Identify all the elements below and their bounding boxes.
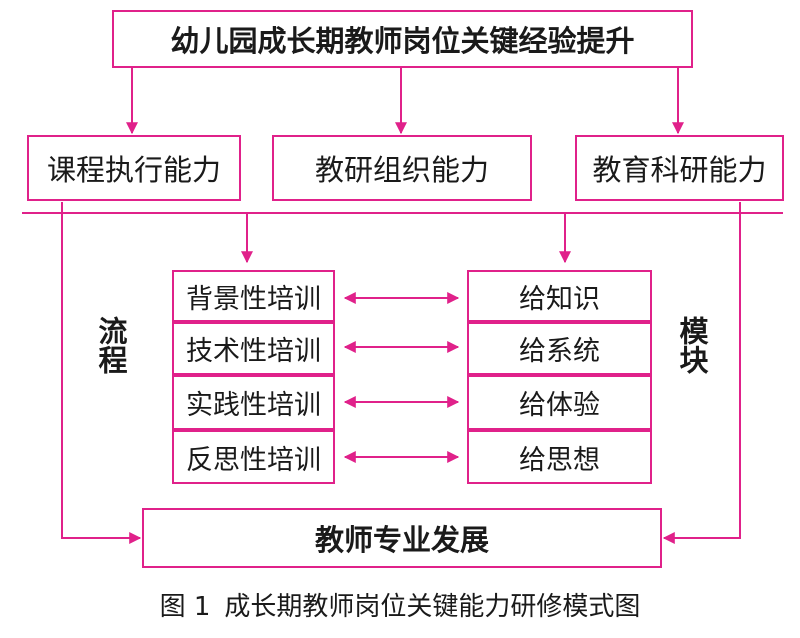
training-label: 实践性培训 xyxy=(186,390,321,421)
top-title-box: 幼儿园成长期教师岗位关键经验提升 xyxy=(112,10,693,68)
module-text: 给系统 xyxy=(519,336,600,367)
ability-box-edu-research: 教育科研能力 xyxy=(575,135,784,201)
module-text: 给思想 xyxy=(519,444,600,476)
training-label: 技术性培训 xyxy=(186,336,321,367)
module-box: 给体验 xyxy=(467,375,652,430)
training-box: 技术性培训 xyxy=(172,322,335,375)
ability-box-course: 课程执行能力 xyxy=(27,135,241,201)
module-text: 给体验 xyxy=(519,390,600,421)
figure-number: 图 1 xyxy=(159,592,211,622)
module-box: 给思想 xyxy=(467,430,652,484)
development-box: 教师专业发展 xyxy=(142,508,662,568)
ability-label: 教育科研能力 xyxy=(592,153,767,187)
development-text: 教师专业发展 xyxy=(314,523,489,557)
top-title-text: 幼儿园成长期教师岗位关键经验提升 xyxy=(170,24,635,58)
ability-label: 课程执行能力 xyxy=(46,153,221,187)
figure-caption: 图 1 成长期教师岗位关键能力研修模式图 xyxy=(0,586,800,623)
training-box: 反思性培训 xyxy=(172,430,335,484)
training-box: 背景性培训 xyxy=(172,270,335,322)
module-box: 给知识 xyxy=(467,270,652,322)
module-box: 给系统 xyxy=(467,322,652,375)
process-label: 流程 xyxy=(94,316,128,374)
arrow-ability-3-to-development xyxy=(662,202,741,544)
training-label: 背景性培训 xyxy=(186,283,321,315)
ability-label: 教研组织能力 xyxy=(314,153,489,187)
figure-caption-text: 成长期教师岗位关键能力研修模式图 xyxy=(224,592,641,622)
ability-box-research-org: 教研组织能力 xyxy=(272,135,532,201)
module-text: 给知识 xyxy=(519,283,600,315)
training-box: 实践性培训 xyxy=(172,375,335,430)
arrow-ability-1-to-development xyxy=(61,202,142,544)
training-label: 反思性培训 xyxy=(186,444,321,476)
module-label: 模块 xyxy=(675,316,709,374)
